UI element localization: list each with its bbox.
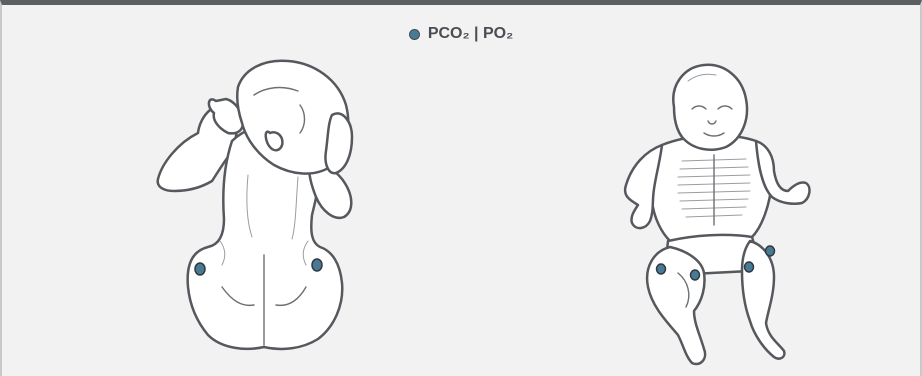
front-right-leg [742, 241, 784, 359]
sensor-left-thigh-upper [657, 264, 666, 274]
sensor-right-thigh-upper [745, 262, 754, 272]
front-torso [651, 135, 772, 241]
sensor-right-thigh-lower [766, 246, 775, 256]
front-left-leg [647, 247, 705, 364]
sensor-left-thigh-lower [691, 270, 700, 280]
infant-front-view [2, 5, 922, 376]
front-head [673, 65, 747, 150]
